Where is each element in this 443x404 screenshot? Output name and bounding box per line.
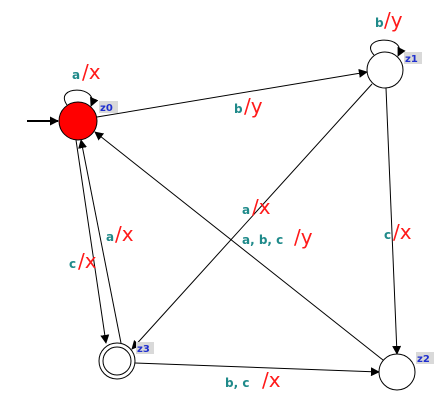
state-final-ring-z3 xyxy=(102,346,132,376)
edge-output-z2_z0: /y xyxy=(294,225,313,249)
label-z0_z3: c/x xyxy=(69,249,97,273)
state-label-z2: z2 xyxy=(417,354,430,365)
edge-output-z0_loop: /x xyxy=(82,60,101,84)
state-label-z3: z3 xyxy=(137,344,150,355)
edge-output-z3_z0: /x xyxy=(115,222,134,246)
label-z2_z0: a, b, c/y xyxy=(242,225,313,249)
edge-output-z1_z3: /x xyxy=(252,195,271,219)
edge-z1_z2 xyxy=(385,87,402,355)
edge-output-z0_z1: /y xyxy=(244,94,263,118)
label-z1_loop: b/y xyxy=(375,8,403,32)
edge-input-z1_loop: b xyxy=(375,16,384,30)
edge-z2_z0 xyxy=(94,131,384,361)
edge-z0_loop xyxy=(64,89,99,107)
state-z2: z2 xyxy=(378,352,434,391)
label-z1_z2: c/x xyxy=(384,220,412,244)
edge-z0_z1 xyxy=(96,68,368,118)
state-circle-z2 xyxy=(378,353,416,391)
edge-z3_z0 xyxy=(78,139,122,344)
state-nodes: z0 z1 z2 z3 xyxy=(58,51,434,391)
edge-input-z0_loop: a xyxy=(72,68,80,82)
edge-input-z1_z2: c xyxy=(384,228,391,242)
state-z3: z3 xyxy=(98,342,154,380)
edge-z1_z3 xyxy=(131,83,373,350)
state-z0: z0 xyxy=(58,101,118,141)
edge-input-z3_z2: b, c xyxy=(225,376,249,390)
state-circle-z0 xyxy=(58,101,98,141)
state-label-bg-z0 xyxy=(99,101,118,113)
edge-input-z2_z0: a, b, c xyxy=(242,233,283,247)
transition-edges xyxy=(27,39,406,377)
edge-z3_z2 xyxy=(134,362,380,377)
state-z1: z1 xyxy=(366,51,422,89)
state-circle-z3 xyxy=(98,342,136,380)
state-label-bg-z2 xyxy=(416,352,434,364)
edge-z0_z3 xyxy=(75,139,110,344)
edge-output-z3_z2: /x xyxy=(262,368,281,392)
state-label-bg-z1 xyxy=(404,52,422,64)
edge-input-z0_z1: b xyxy=(234,102,243,116)
label-z3_z0: a/x xyxy=(106,222,134,246)
state-label-z1: z1 xyxy=(405,54,418,65)
edge-output-z0_z3: /x xyxy=(78,249,97,273)
label-z0_loop: a/x xyxy=(72,60,101,84)
label-z1_z3: a/x xyxy=(242,195,271,219)
label-z3_z2: b, c/x xyxy=(225,368,281,392)
transition-labels: a/xb/yc/xa/xb/ya/xc/xa, b, c/yb, c/x xyxy=(69,8,412,392)
edge-input-z3_z0: a xyxy=(106,230,114,244)
edge-output-z1_loop: /y xyxy=(384,8,403,32)
edge-input-z0_z3: c xyxy=(69,257,76,271)
edge-output-z1_z2: /x xyxy=(393,220,412,244)
edge-z1_loop xyxy=(370,39,406,57)
edge-input-z1_z3: a xyxy=(242,203,250,217)
state-circle-z1 xyxy=(366,51,404,89)
state-label-z0: z0 xyxy=(100,103,113,114)
state-label-bg-z3 xyxy=(136,342,154,354)
label-z0_z1: b/y xyxy=(234,94,263,118)
